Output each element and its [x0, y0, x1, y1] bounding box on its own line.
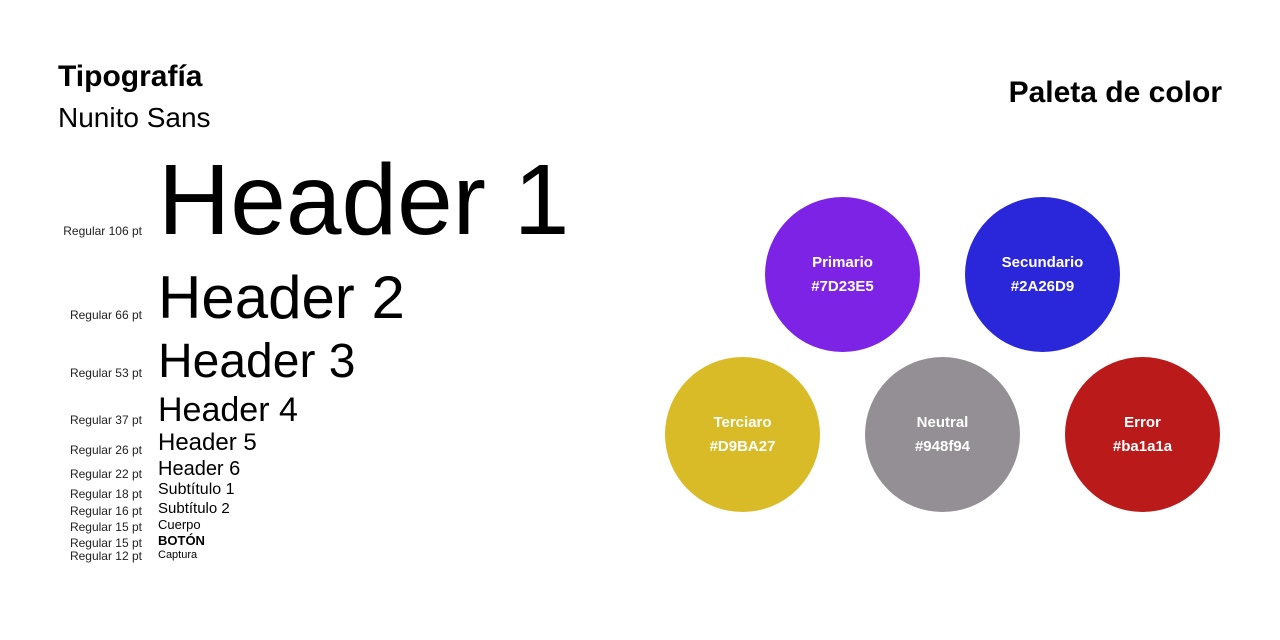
- font-name: Nunito Sans: [58, 102, 211, 133]
- type-meta: Regular 106 pt: [63, 224, 142, 238]
- type-sample: Header 3: [158, 335, 356, 388]
- type-sample: Header 6: [158, 458, 241, 480]
- palette-title: Paleta de color: [1008, 76, 1222, 109]
- swatch-neutral: Neutral #948f94: [865, 357, 1020, 512]
- swatch-hex: #7D23E5: [811, 277, 874, 295]
- type-meta: Regular 37 pt: [69, 413, 142, 427]
- type-sample: Captura: [158, 549, 198, 561]
- type-meta: Regular 66 pt: [69, 308, 142, 322]
- type-meta: Regular 16 pt: [69, 504, 142, 518]
- type-sample: Subtítulo 1: [158, 481, 235, 498]
- type-sample: Header 5: [158, 429, 257, 456]
- swatch-name: Secundario: [1001, 253, 1084, 271]
- swatch-name: Error: [1124, 413, 1161, 431]
- swatch-name: Primario: [812, 253, 873, 271]
- swatch-error: Error #ba1a1a: [1065, 357, 1220, 512]
- swatch-name: Terciaro: [713, 413, 772, 431]
- type-sample: BOTÓN: [158, 533, 205, 548]
- swatch-hex: #948f94: [914, 437, 971, 455]
- swatch-secundario: Secundario #2A26D9: [965, 197, 1120, 352]
- swatch-hex: #D9BA27: [709, 437, 776, 455]
- swatch-name: Neutral: [916, 413, 969, 431]
- type-meta: Regular 18 pt: [69, 487, 142, 501]
- swatch-hex: #2A26D9: [1010, 277, 1075, 295]
- type-sample: Subtítulo 2: [158, 500, 230, 517]
- swatch-terciaro: Terciaro #D9BA27: [665, 357, 820, 512]
- type-sample: Header 2: [158, 264, 405, 331]
- type-meta: Regular 15 pt: [69, 536, 142, 550]
- type-sample: Header 4: [158, 391, 298, 429]
- swatch-primario: Primario #7D23E5: [765, 197, 920, 352]
- type-meta: Regular 53 pt: [69, 366, 142, 380]
- type-meta: Regular 22 pt: [69, 467, 142, 481]
- typography-title: Tipografía: [58, 60, 203, 93]
- type-sample: Cuerpo: [158, 517, 201, 532]
- type-meta: Regular 15 pt: [69, 520, 142, 534]
- type-sample: Header 1: [158, 144, 570, 256]
- type-meta: Regular 12 pt: [69, 549, 142, 563]
- type-meta: Regular 26 pt: [69, 443, 142, 457]
- swatch-hex: #ba1a1a: [1112, 437, 1173, 455]
